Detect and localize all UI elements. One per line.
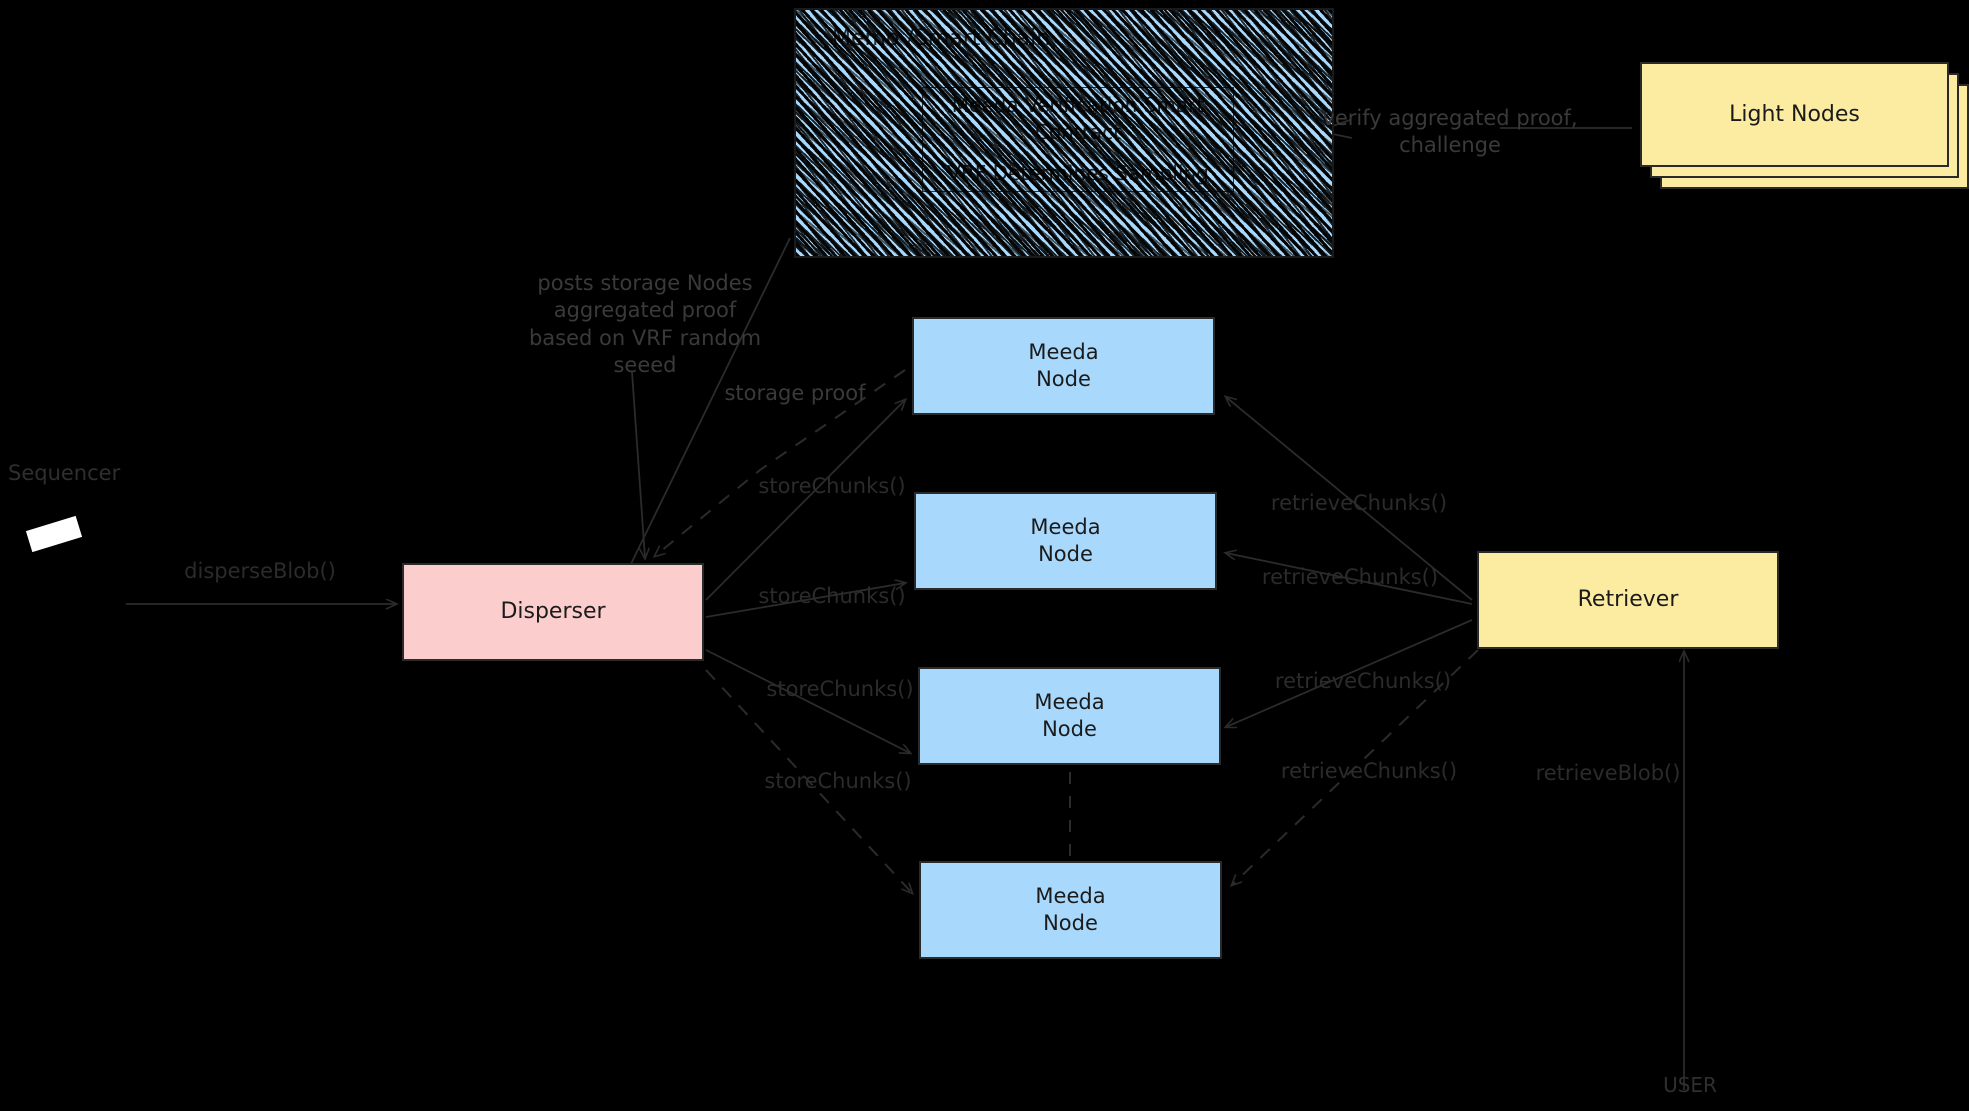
chain-box-title: Memo /Smart Chain	[832, 26, 1051, 51]
edge-disperser-to-chain	[629, 237, 791, 567]
meeda-node-4[interactable]: Meeda Node	[919, 861, 1222, 959]
edge-storage-proof	[655, 369, 906, 556]
edge-store-chunks-2	[705, 583, 905, 618]
meeda-node-1[interactable]: Meeda Node	[912, 317, 1215, 415]
light-nodes-card-front[interactable]: Light Nodes	[1640, 62, 1949, 167]
meeda-node-3-label: Meeda Node	[1034, 690, 1105, 741]
retriever-box[interactable]: Retriever	[1477, 551, 1779, 649]
edge-retrieve-chunks-1	[1226, 397, 1473, 601]
edge-store-chunks-4	[705, 669, 912, 893]
disperser-label: Disperser	[500, 598, 606, 624]
light-nodes-label: Light Nodes	[1729, 102, 1860, 127]
light-nodes-stack[interactable]: Light Nodes	[1640, 62, 1969, 189]
meeda-node-2[interactable]: Meeda Node	[914, 492, 1217, 590]
meeda-node-1-label: Meeda Node	[1028, 340, 1099, 391]
meeda-verification-smart-contract-box[interactable]: Meeda Verification Smart Contract VRF De…	[922, 87, 1234, 192]
contract-title: Meeda Verification Smart Contract	[951, 93, 1205, 144]
edge-chain-down-to-disperser	[631, 371, 645, 558]
retriever-label: Retriever	[1577, 586, 1679, 612]
memo-smart-chain-box[interactable]: Memo /Smart Chain Meeda Verification Sma…	[794, 8, 1334, 258]
meeda-node-2-label: Meeda Node	[1030, 515, 1101, 566]
meeda-node-4-label: Meeda Node	[1035, 884, 1106, 935]
edge-retrieve-chunks-3	[1226, 619, 1473, 727]
disperser-box[interactable]: Disperser	[402, 563, 704, 661]
edge-store-chunks-3	[705, 649, 910, 753]
edge-store-chunks-1	[705, 400, 905, 601]
edge-retrieve-chunks-2	[1226, 553, 1473, 605]
contract-subtitle: VRF Determines Sampling	[947, 161, 1209, 185]
meeda-node-3[interactable]: Meeda Node	[918, 667, 1221, 765]
edge-retrieve-chunks-4	[1232, 649, 1479, 885]
